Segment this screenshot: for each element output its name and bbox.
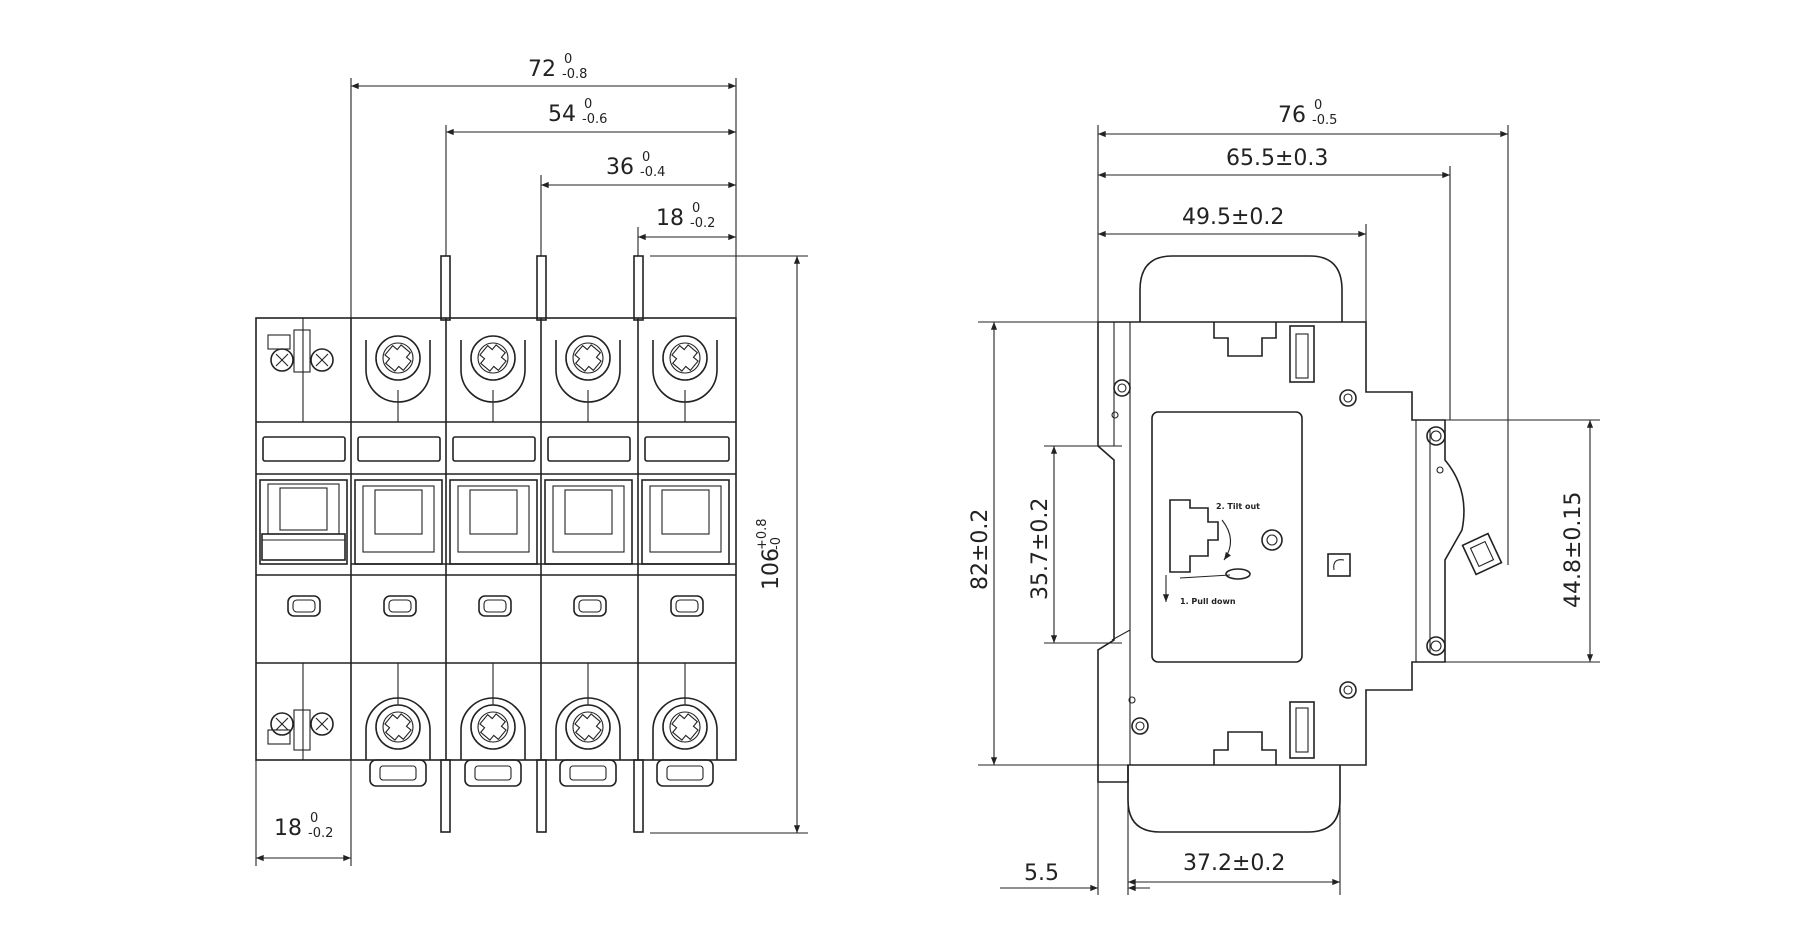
dim-106: 106 +0.8 -0	[755, 256, 801, 834]
screw-bottom-4	[555, 697, 621, 787]
operating-symbol	[1327, 553, 1351, 577]
svg-text:+0.8: +0.8	[755, 518, 770, 550]
toggle-handle-2	[354, 479, 443, 565]
dim-54: 54 0 -0.6	[446, 97, 737, 136]
screw-bottom-2	[365, 697, 431, 787]
dim-44-8: 44.8±0.15	[1561, 420, 1594, 663]
svg-text:18: 18	[274, 816, 302, 841]
busbar-pins	[440, 255, 644, 833]
svg-text:-0.2: -0.2	[690, 216, 715, 231]
svg-text:35.7±0.2: 35.7±0.2	[1028, 498, 1053, 600]
svg-text:0: 0	[584, 97, 592, 112]
indicator-slots	[287, 595, 704, 617]
svg-text:-0.8: -0.8	[562, 67, 587, 82]
dim-65-5: 65.5±0.3	[1098, 146, 1450, 179]
svg-text:-0.5: -0.5	[1312, 113, 1337, 128]
dim-36: 36 0 -0.4	[540, 150, 737, 189]
svg-text:72: 72	[528, 57, 556, 82]
svg-text:0: 0	[310, 811, 318, 826]
svg-text:-0: -0	[769, 537, 784, 550]
dim-82: 82±0.2	[968, 322, 998, 766]
toggle-handle-1	[259, 479, 348, 565]
front-extension-lines	[255, 78, 808, 866]
svg-text:37.2±0.2: 37.2±0.2	[1183, 851, 1285, 876]
screw-bottom-3	[460, 697, 526, 787]
svg-text:106: 106	[759, 548, 784, 590]
auxiliary-terminals	[267, 318, 334, 760]
din-rail-latch	[1461, 532, 1503, 576]
dim-18-top: 18 0 -0.2	[637, 201, 737, 241]
svg-text:5.5: 5.5	[1024, 861, 1059, 886]
dim-72: 72 0 -0.8	[351, 52, 737, 90]
dim-35-7: 35.7±0.2	[1028, 446, 1058, 644]
toggle-handle-5	[641, 479, 730, 565]
side-extension-lines	[978, 125, 1600, 895]
label-windows	[262, 436, 730, 462]
toggle-handle-4	[544, 479, 633, 565]
svg-text:54: 54	[548, 102, 576, 127]
dim-76: 76 0 -0.5	[1098, 98, 1508, 138]
svg-text:65.5±0.3: 65.5±0.3	[1226, 146, 1328, 171]
breaker-body-side	[1097, 321, 1465, 783]
terminal-caps	[1127, 255, 1343, 833]
svg-text:1. Pull down: 1. Pull down	[1180, 597, 1236, 606]
svg-text:0: 0	[1314, 98, 1322, 113]
side-view: 76 0 -0.5 65.5±0.3 49.5±0.2 82±0.2 35.7±…	[968, 98, 1600, 895]
svg-text:82±0.2: 82±0.2	[968, 509, 993, 590]
dim-37-2: 37.2±0.2	[1128, 851, 1340, 886]
toggle-handles	[259, 479, 736, 565]
screw-bottom-5	[652, 697, 718, 787]
svg-text:36: 36	[606, 155, 634, 180]
terminal-screws-bottom	[365, 663, 718, 787]
svg-text:2. Tilt out: 2. Tilt out	[1216, 502, 1260, 511]
dim-49-5: 49.5±0.2	[1098, 205, 1366, 238]
svg-text:0: 0	[564, 52, 572, 67]
toggle-handle-3	[449, 479, 538, 565]
mounting-instruction: 2. Tilt out 1. Pull down	[1162, 499, 1260, 606]
svg-text:18: 18	[656, 206, 684, 231]
svg-text:-0.4: -0.4	[640, 165, 665, 180]
breaker-modules	[255, 317, 737, 761]
svg-text:44.8±0.15: 44.8±0.15	[1561, 492, 1586, 608]
svg-text:49.5±0.2: 49.5±0.2	[1182, 205, 1284, 230]
dim-5-5: 5.5	[1000, 861, 1150, 892]
terminal-screws-top	[365, 335, 718, 422]
svg-text:76: 76	[1278, 103, 1306, 128]
front-view: 72 0 -0.8 54 0 -0.6 36 0 -0.4 18 0 -0.2	[255, 52, 808, 866]
svg-text:0: 0	[692, 201, 700, 216]
dim-18-bottom: 18 0 -0.2	[256, 811, 351, 862]
mounting-holes	[1111, 379, 1446, 735]
svg-text:0: 0	[642, 150, 650, 165]
svg-text:-0.2: -0.2	[308, 826, 333, 841]
svg-text:-0.6: -0.6	[582, 112, 607, 127]
